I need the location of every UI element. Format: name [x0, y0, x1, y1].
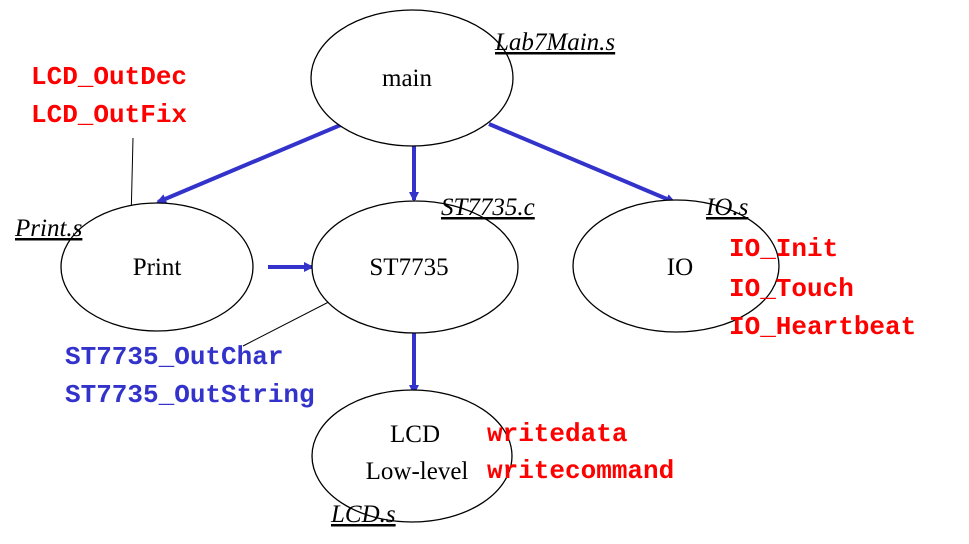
- file-label-main: Lab7Main.s: [494, 29, 615, 56]
- func-label-st7735-outchar: ST7735_OutChar: [65, 342, 283, 372]
- node-lcd-label-line1: LCD: [390, 421, 440, 448]
- node-main-label: main: [382, 65, 432, 92]
- node-print-ellipse: [60, 202, 254, 332]
- node-main: main: [310, 9, 514, 147]
- node-lcd-label-line2: Low-level: [366, 458, 469, 485]
- node-io: IO: [572, 199, 780, 333]
- node-st7735-label: ST7735: [369, 254, 448, 281]
- node-io-ellipse: [572, 199, 780, 333]
- func-label-writedata: writedata: [487, 419, 627, 449]
- func-label-lcd-outfix: LCD_OutFix: [31, 100, 187, 130]
- func-label-lcd-outdec: LCD_OutDec: [31, 62, 187, 92]
- node-lcd-ellipse: [311, 389, 513, 523]
- func-label-io-init: IO_Init: [729, 234, 838, 264]
- file-label-lcd: LCD.s: [330, 501, 396, 528]
- node-print-label: Print: [133, 254, 182, 281]
- edge-main-to-io: [488, 122, 676, 204]
- node-st7735: ST7735: [311, 200, 519, 334]
- node-io-label: IO: [667, 254, 693, 281]
- node-lcd: LCD Low-level: [311, 389, 513, 523]
- func-label-io-heartbeat: IO_Heartbeat: [729, 312, 916, 342]
- file-label-io: IO.s: [705, 194, 748, 221]
- node-st7735-ellipse: [311, 200, 519, 334]
- file-label-st7735: ST7735.c: [441, 194, 535, 221]
- node-main-ellipse: [310, 9, 514, 147]
- func-label-writecommand: writecommand: [487, 456, 674, 486]
- edge-main-to-print: [156, 122, 344, 204]
- func-label-st7735-outstring: ST7735_OutString: [65, 380, 315, 410]
- func-label-io-touch: IO_Touch: [729, 274, 854, 304]
- node-print: Print: [60, 202, 254, 332]
- file-label-print: Print.s: [14, 215, 82, 242]
